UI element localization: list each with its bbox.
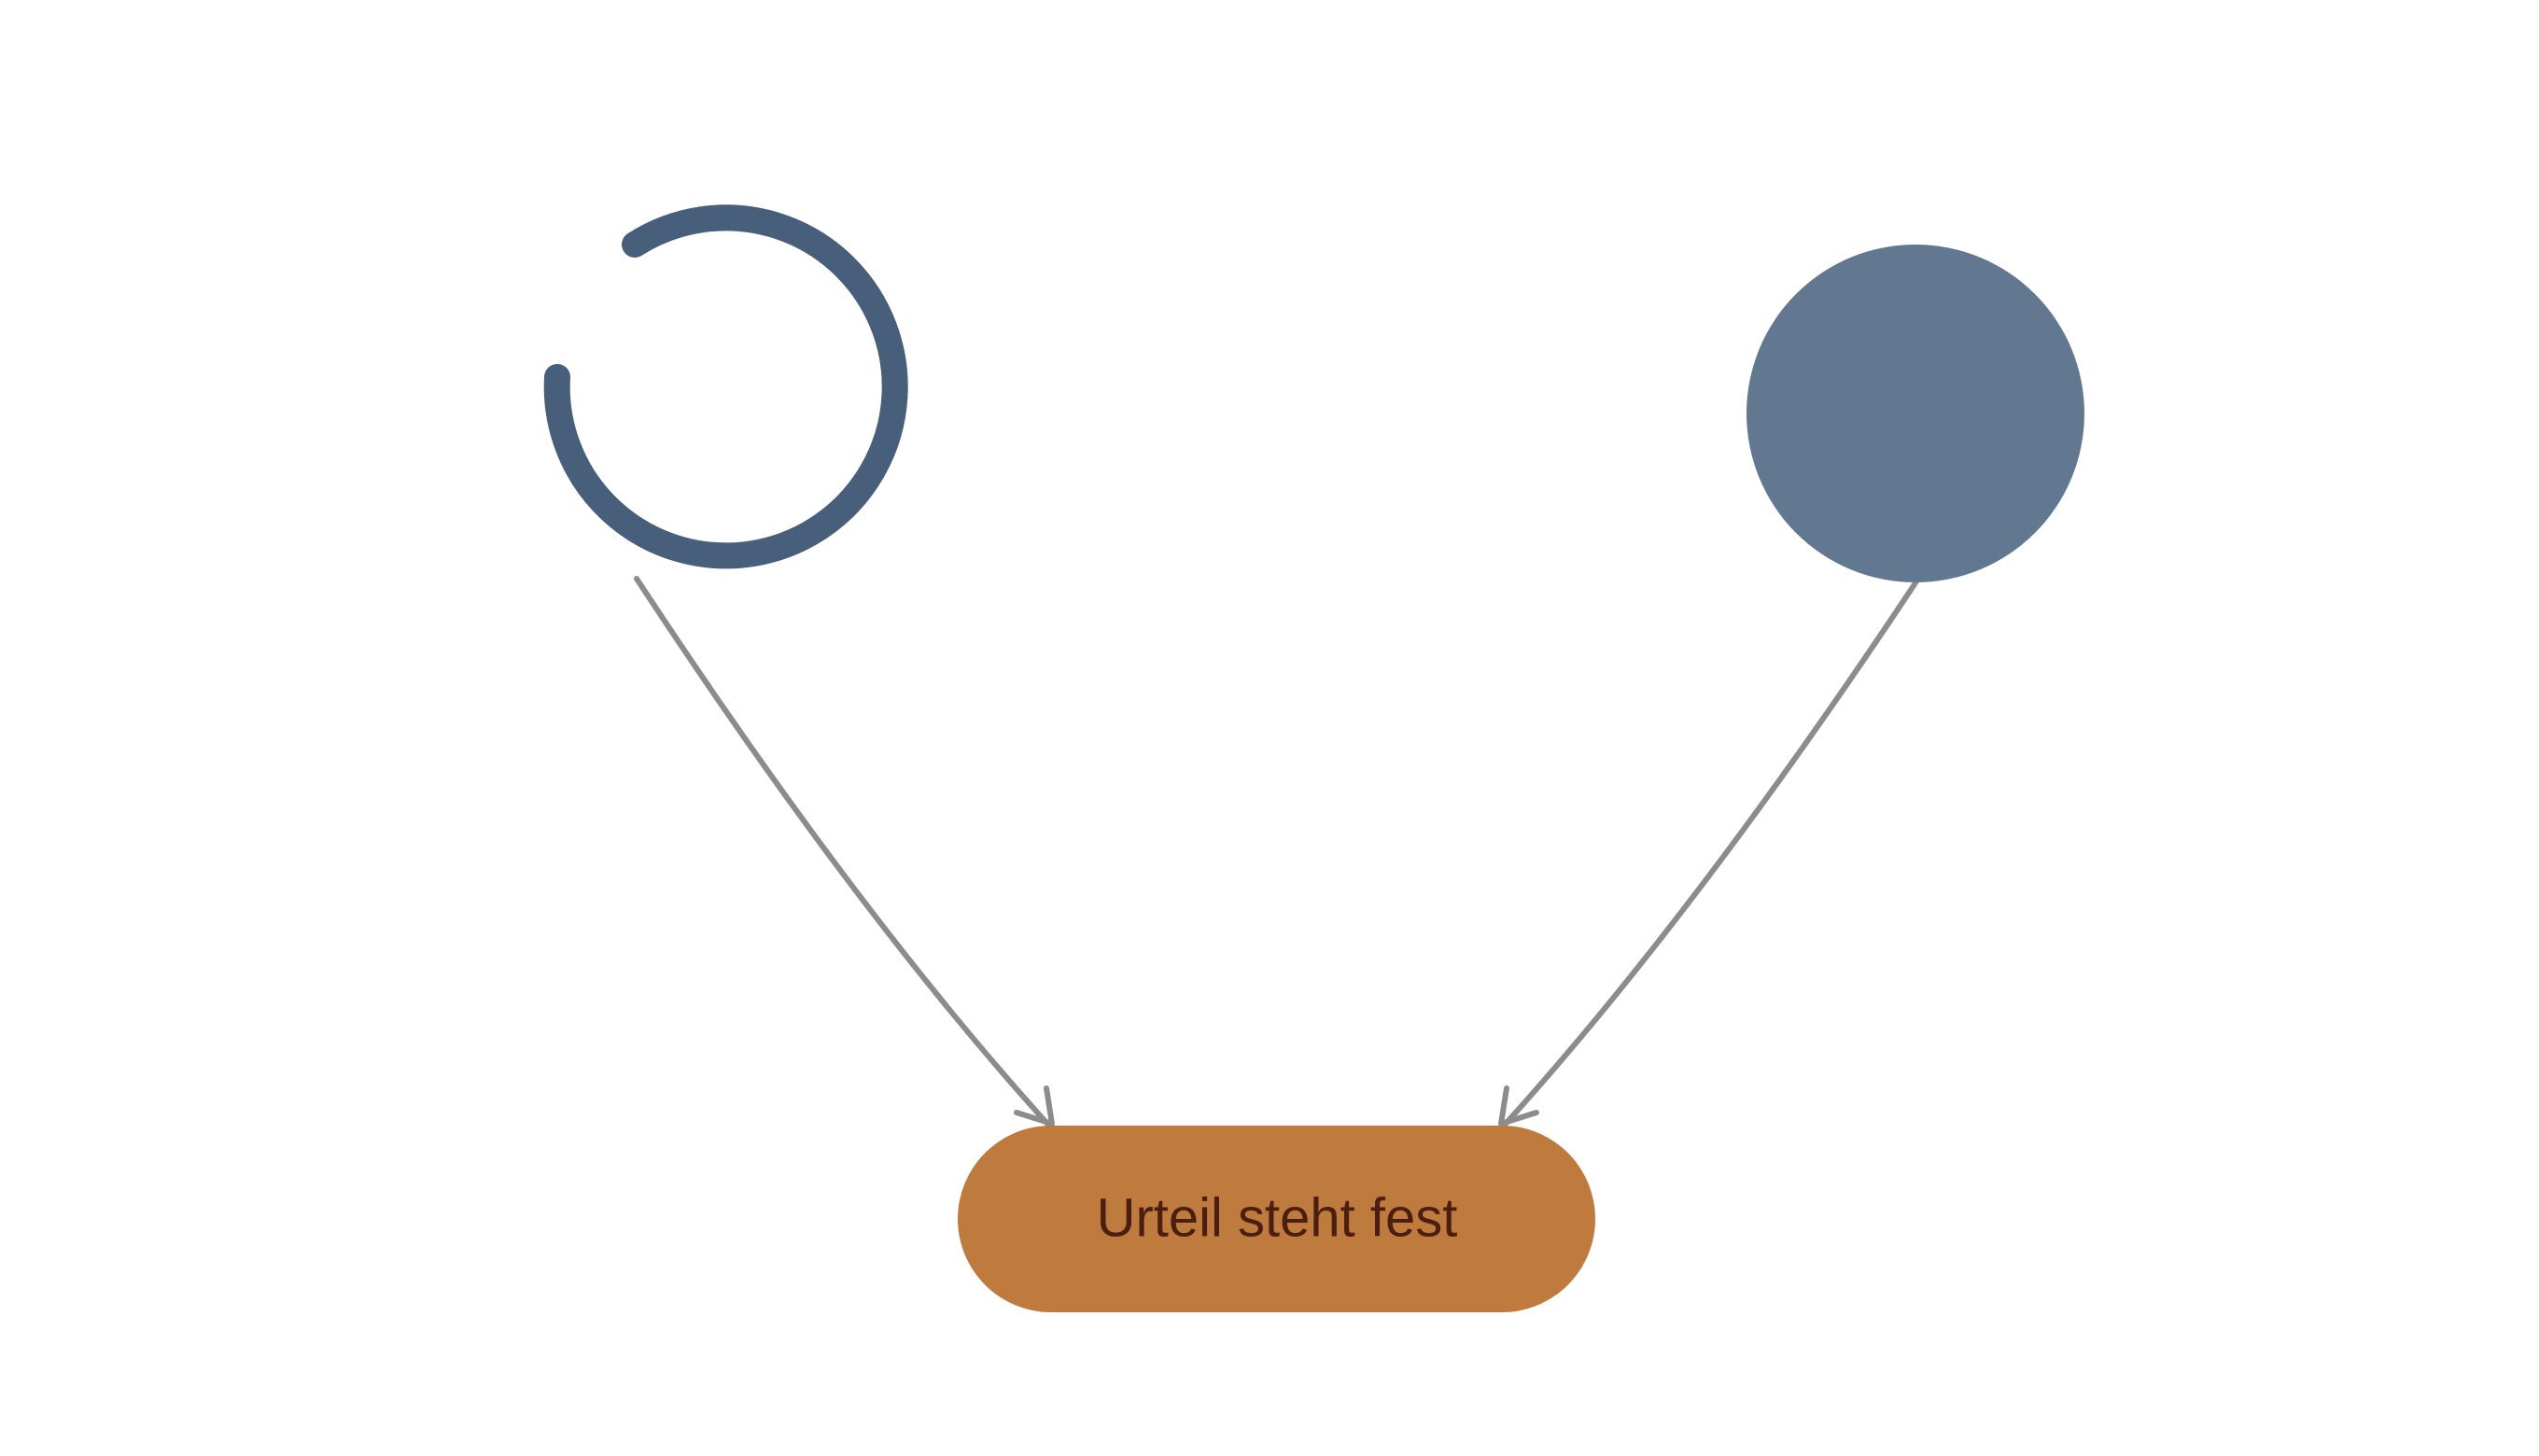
edge-filled-to-verdict xyxy=(1498,576,1921,1127)
filled-state-node xyxy=(1746,245,2084,582)
edge-start-to-verdict-arrowhead xyxy=(1014,1085,1055,1127)
verdict-node: Urteil steht fest xyxy=(958,1126,1595,1312)
start-ring-node xyxy=(543,204,908,569)
edge-filled-to-verdict-arrowhead xyxy=(1498,1085,1539,1127)
verdict-node-shape xyxy=(958,1126,1595,1312)
edge-start-to-verdict xyxy=(634,576,1055,1127)
verdict-node-label: Urteil steht fest xyxy=(1097,1187,1458,1248)
edge-start-to-verdict-line xyxy=(634,576,1051,1127)
edge-filled-to-verdict-line xyxy=(1502,576,1921,1127)
